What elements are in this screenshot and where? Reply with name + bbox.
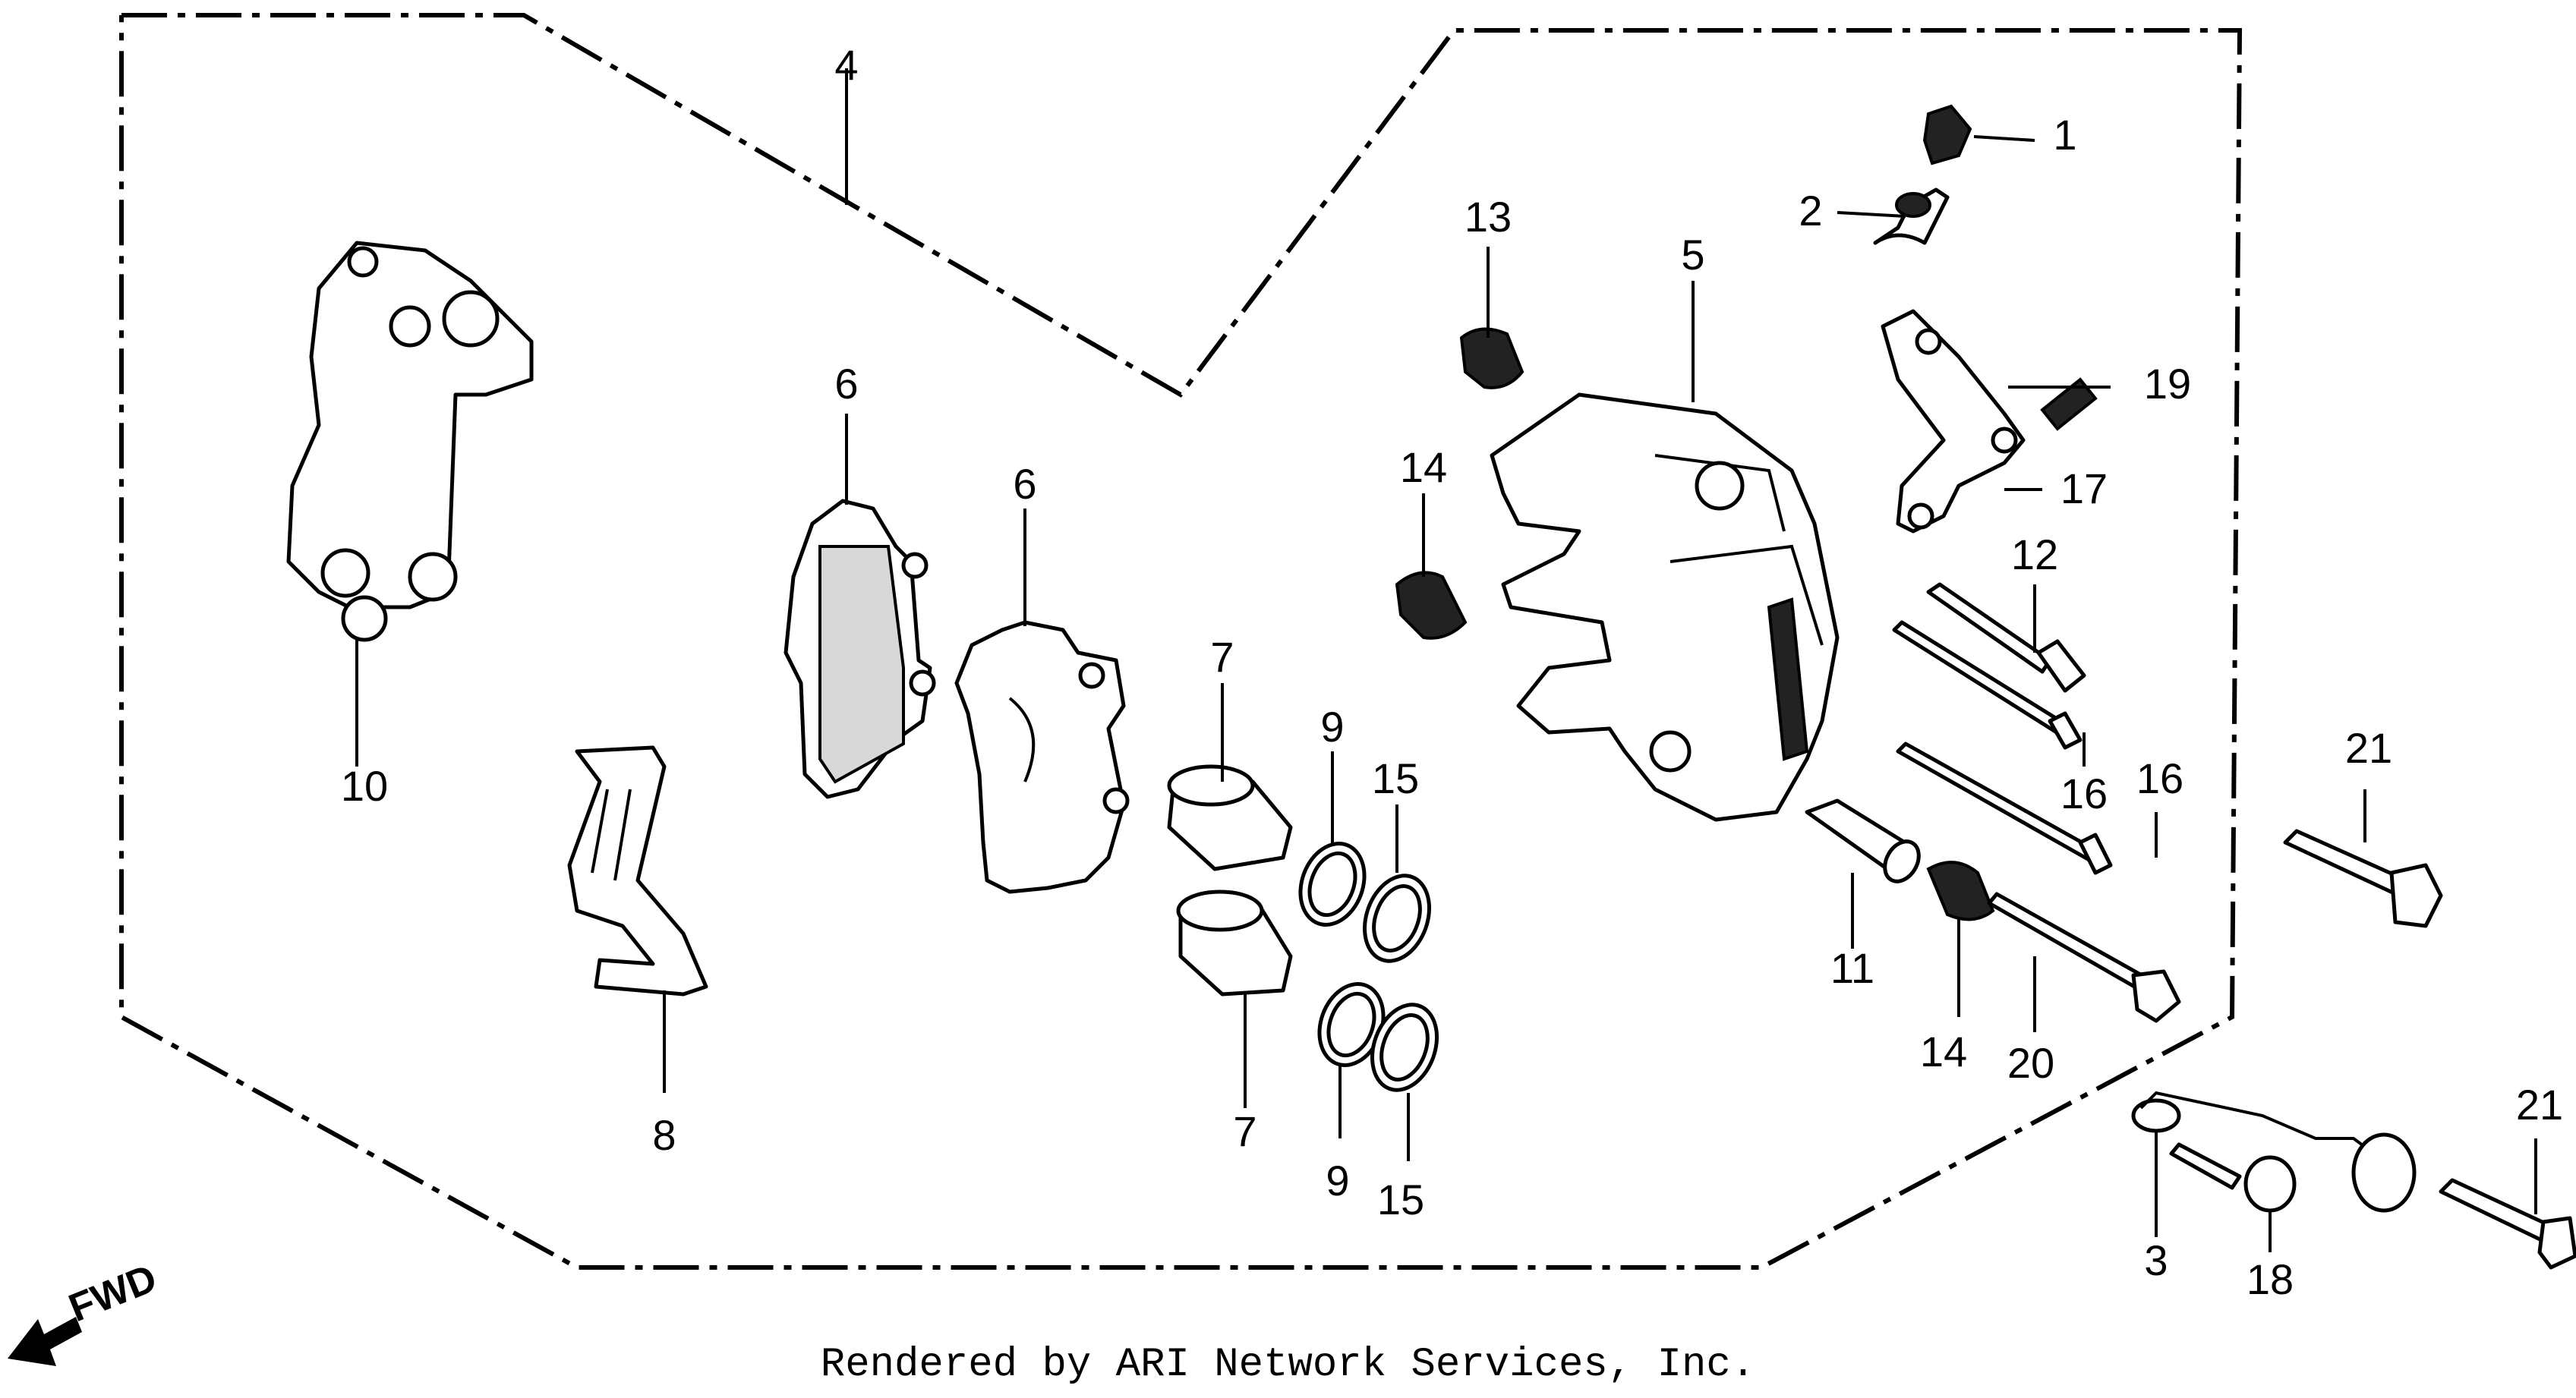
callout-15b: 15	[1377, 1176, 1424, 1223]
pad-spring	[567, 745, 708, 997]
callout-16a: 16	[2060, 770, 2108, 817]
callout-7b: 7	[1233, 1107, 1256, 1155]
bleeder-valve	[1873, 187, 1950, 245]
piston-seals	[1298, 842, 1386, 1067]
callout-labels: 1 2 3 4 5 6 6 7 7 8 9 9 10 11 12 13 14 1…	[341, 41, 2563, 1303]
hose-clip	[2131, 1091, 2417, 1213]
pistons	[1167, 764, 1293, 997]
caliper-body	[1490, 392, 1840, 822]
callout-14a: 14	[1400, 443, 1447, 491]
callout-3: 3	[2144, 1236, 2168, 1284]
bolt-21-upper	[2283, 829, 2443, 928]
brake-pad-rear	[784, 499, 936, 799]
callout-10: 10	[341, 762, 388, 810]
pad-pin-16a	[1892, 620, 2083, 750]
callout-2: 2	[1799, 187, 1822, 235]
callout-1: 1	[2053, 111, 2076, 159]
brake-pad-front	[954, 620, 1130, 894]
callout-4: 4	[834, 41, 858, 89]
sleeve-11	[1805, 798, 1921, 883]
callout-16b: 16	[2136, 754, 2183, 802]
fwd-label: FWD	[63, 1256, 163, 1330]
bleeder-cap	[1922, 104, 1972, 165]
callout-18: 18	[2247, 1255, 2294, 1303]
bolt-20	[1987, 892, 2181, 1023]
callout-6b: 6	[1013, 460, 1036, 508]
callout-12: 12	[2011, 531, 2058, 578]
callout-14b: 14	[1920, 1028, 1967, 1075]
callout-19: 19	[2144, 360, 2191, 408]
callout-21b: 21	[2516, 1081, 2563, 1129]
bolt-21-lower	[2439, 1178, 2576, 1270]
caliper-pin-12	[1926, 582, 2086, 693]
caliper-bracket	[286, 241, 534, 642]
callout-15a: 15	[1372, 754, 1419, 802]
callout-20: 20	[2007, 1039, 2054, 1087]
callout-21a: 21	[2345, 724, 2392, 772]
render-credit: Rendered by ARI Network Services, Inc.	[820, 1342, 1756, 1388]
callout-8: 8	[652, 1111, 676, 1159]
boot-14-lower	[1926, 861, 1995, 921]
callout-9a: 9	[1320, 703, 1344, 751]
pad-pin-16b	[1896, 742, 2113, 875]
support-plate	[1881, 309, 2026, 534]
callout-6a: 6	[834, 360, 858, 408]
callout-9b: 9	[1326, 1157, 1349, 1204]
assembly-boundary	[119, 13, 2243, 1270]
callout-7a: 7	[1210, 633, 1234, 681]
boot-13	[1459, 327, 1524, 389]
leader-lines	[355, 68, 2537, 1252]
dust-seals	[1362, 874, 1439, 1092]
callout-13: 13	[1465, 193, 1512, 241]
boot-14-upper	[1395, 571, 1468, 640]
callout-11: 11	[1830, 944, 1874, 992]
screw-18	[2169, 1142, 2297, 1213]
callout-17: 17	[2060, 464, 2108, 512]
bolt-19	[2040, 377, 2098, 431]
callout-5: 5	[1681, 231, 1704, 279]
